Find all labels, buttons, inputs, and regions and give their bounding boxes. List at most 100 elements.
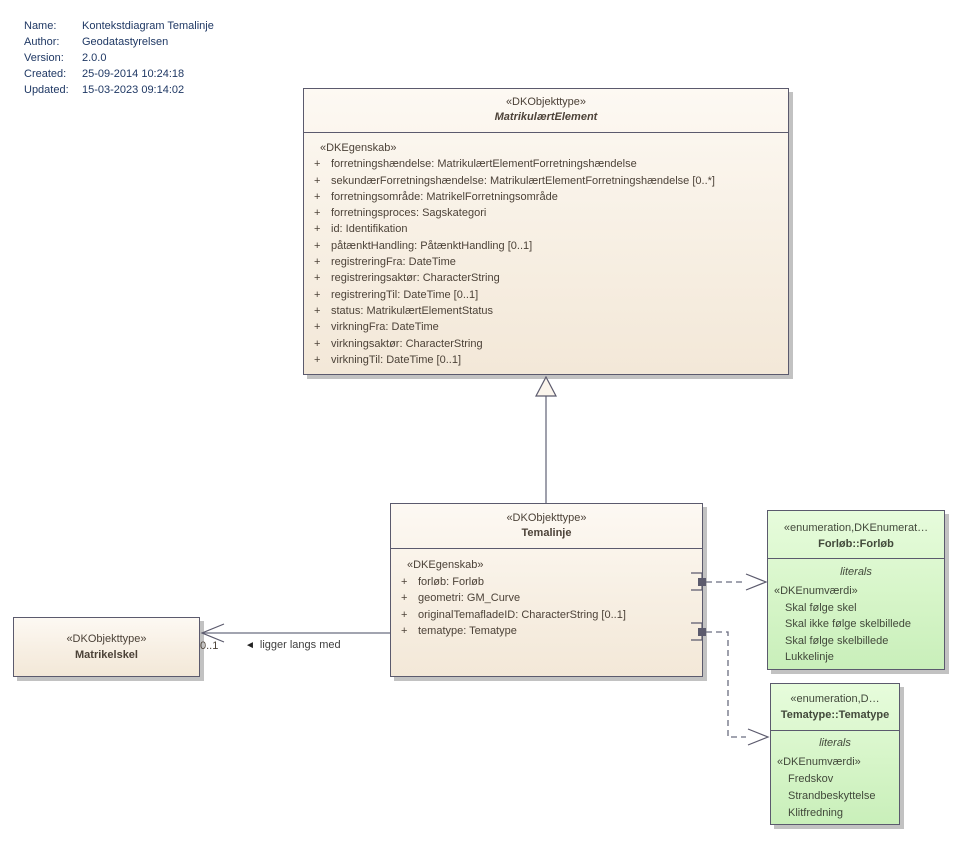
class-stereotype: «DKObjekttype» bbox=[505, 96, 587, 108]
attribute-text: virkningFra: DateTime bbox=[331, 321, 439, 334]
association-name: ◄ligger langs med bbox=[245, 639, 341, 651]
attribute-text: status: MatrikulærtElementStatus bbox=[331, 304, 494, 317]
enum-stereotype: «enumeration,D… bbox=[790, 693, 880, 705]
visibility: + bbox=[314, 304, 321, 317]
visibility: + bbox=[314, 321, 321, 334]
class-header: «DKObjekttype» Matrikelskel bbox=[14, 618, 199, 676]
enum-forloeb: «enumeration,DKEnumerat… Forløb::Forløb … bbox=[767, 510, 945, 670]
attribute: + registreringTil: DateTime [0..1] bbox=[312, 287, 780, 303]
association-label: ligger langs med bbox=[259, 639, 341, 651]
visibility: + bbox=[314, 239, 321, 252]
attribute-text: registreringsaktør: CharacterString bbox=[331, 272, 500, 285]
visibility: + bbox=[314, 223, 321, 236]
attribute-text: id: Identifikation bbox=[331, 223, 408, 236]
generalization-triangle-icon bbox=[535, 375, 557, 397]
enum-value-stereotype: «DKEnumværdi» bbox=[774, 585, 858, 598]
attribute: + status: MatrikulærtElementStatus bbox=[312, 303, 780, 319]
attribute-text: virkningTil: DateTime [0..1] bbox=[331, 353, 462, 366]
enum-value-stereotype: «DKEnumværdi» bbox=[777, 756, 861, 768]
attribute: + virkningFra: DateTime bbox=[312, 319, 780, 335]
attribute: + virkningsaktør: CharacterString bbox=[312, 336, 780, 352]
attribute: + registreringsaktør: CharacterString bbox=[312, 270, 780, 286]
class-header: «DKObjekttype» Temalinje bbox=[391, 504, 702, 549]
attribute: + id: Identifikation bbox=[312, 221, 780, 237]
class-matrikulaert-element: «DKObjekttype» MatrikulærtElement «DKEge… bbox=[303, 88, 789, 375]
meta-row-updated: Updated: 15-03-2023 09:14:02 bbox=[24, 82, 214, 98]
class-matrikelskel: «DKObjekttype» Matrikelskel bbox=[13, 617, 200, 677]
attribute: + påtænktHandling: PåtænktHandling [0..1] bbox=[312, 238, 780, 254]
class-name: MatrikulærtElement bbox=[494, 111, 598, 123]
attribute: + forretningsproces: Sagskategori bbox=[312, 205, 780, 221]
class-attributes: «DKEgenskab» + forretningshændelse: Matri… bbox=[304, 133, 788, 368]
meta-label: Updated: bbox=[24, 84, 69, 96]
attribute: + forretningsområde: MatrikelForretningso… bbox=[312, 189, 780, 205]
visibility: + bbox=[314, 288, 321, 301]
enum-literal: Skal ikke følge skelbillede bbox=[785, 618, 911, 631]
attribute-text: forretningsproces: Sagskategori bbox=[331, 207, 487, 220]
attribute-text: forretningshændelse: MatrikulærtElementF… bbox=[331, 158, 637, 171]
enum-literal: Skal følge skelbillede bbox=[785, 634, 889, 647]
meta-value: 15-03-2023 09:14:02 bbox=[82, 84, 185, 96]
enum-literal: Skal følge skel bbox=[785, 601, 857, 614]
attribute-text: sekundærForretningshændelse: Matrikulært… bbox=[331, 174, 715, 187]
meta-value: Kontekstdiagram Temalinje bbox=[82, 20, 214, 32]
dependency-line-tematype bbox=[706, 631, 746, 738]
enum-literal: Fredskov bbox=[788, 773, 834, 785]
attribute-text: forløb: Forløb bbox=[418, 575, 485, 588]
visibility: + bbox=[314, 353, 321, 366]
enum-header: «enumeration,DKEnumerat… Forløb::Forløb bbox=[768, 511, 944, 559]
visibility: + bbox=[314, 256, 321, 269]
attribute: + sekundærForretningshændelse: Matrikulær… bbox=[312, 173, 780, 189]
visibility: + bbox=[314, 190, 321, 203]
attribute-stereotype: «DKEgenskab» bbox=[407, 559, 484, 571]
visibility: + bbox=[314, 158, 321, 171]
attribute: + registreringFra: DateTime bbox=[312, 254, 780, 270]
literals-compartment-label: literals bbox=[840, 566, 872, 578]
attribute: + forretningshændelse: MatrikulærtElement… bbox=[312, 156, 780, 172]
class-header: «DKObjekttype» MatrikulærtElement bbox=[304, 89, 788, 133]
meta-label: Created: bbox=[24, 68, 67, 80]
association-multiplicity: 0..1 bbox=[200, 640, 219, 652]
meta-label: Author: bbox=[24, 36, 60, 48]
enum-tematype: «enumeration,D… Tematype::Tematype liter… bbox=[770, 683, 900, 825]
enum-header: «enumeration,D… Tematype::Tematype bbox=[771, 684, 899, 731]
attribute: +geometri: GM_Curve bbox=[399, 590, 694, 607]
class-attributes: «DKEgenskab» + forløb: Forløb +geometri: … bbox=[391, 549, 702, 640]
visibility: + bbox=[314, 207, 321, 220]
enum-literal: Strandbeskyttelse bbox=[788, 790, 876, 802]
attribute-text: originalTemafladeID: CharacterString [0.… bbox=[418, 608, 626, 621]
meta-row-author: Author: Geodatastyrelsen bbox=[24, 34, 214, 50]
visibility: + bbox=[401, 625, 408, 638]
attribute-text: virkningsaktør: CharacterString bbox=[331, 337, 483, 350]
enum-name: Tematype::Tematype bbox=[780, 709, 890, 721]
meta-label: Version: bbox=[24, 52, 64, 64]
enum-literals: literals «DKEnumværdi» Skal følge skel S… bbox=[768, 559, 944, 665]
meta-row-name: Name: Kontekstdiagram Temalinje bbox=[24, 18, 214, 34]
attribute: +originalTemafladeID: CharacterString [0… bbox=[399, 607, 694, 624]
attribute-text: forretningsområde: MatrikelForretningsom… bbox=[331, 190, 558, 203]
meta-label: Name: bbox=[24, 20, 57, 32]
meta-value: 2.0.0 bbox=[82, 52, 107, 64]
attribute: +tematype: Tematype bbox=[399, 623, 694, 640]
visibility: + bbox=[314, 174, 321, 187]
visibility: + bbox=[314, 337, 321, 350]
enum-literals: literals «DKEnumværdi» Fredskov Strandbe… bbox=[771, 731, 899, 822]
attribute-text: registreringFra: DateTime bbox=[331, 256, 456, 269]
meta-row-version: Version: 2.0.0 bbox=[24, 50, 214, 66]
class-name: Temalinje bbox=[521, 527, 572, 539]
attribute-text: påtænktHandling: PåtænktHandling [0..1] bbox=[331, 239, 533, 252]
enum-name: Forløb::Forløb bbox=[818, 538, 894, 550]
enum-literal: Klitfredning bbox=[788, 807, 844, 819]
class-temalinje: «DKObjekttype» Temalinje «DKEgenskab» + f… bbox=[390, 503, 703, 677]
visibility: + bbox=[314, 272, 321, 285]
attribute-text: registreringTil: DateTime [0..1] bbox=[331, 288, 479, 301]
enum-stereotype: «enumeration,DKEnumerat… bbox=[783, 522, 929, 534]
meta-value: Geodatastyrelsen bbox=[82, 36, 169, 48]
diagram-metadata: Name: Kontekstdiagram Temalinje Author: … bbox=[24, 18, 214, 98]
attribute-stereotype: «DKEgenskab» bbox=[320, 142, 397, 154]
dependency-arrowhead-forloeb-icon bbox=[745, 573, 768, 591]
literals-compartment-label: literals bbox=[819, 737, 851, 749]
attribute-text: geometri: GM_Curve bbox=[418, 592, 521, 605]
meta-row-created: Created: 25-09-2014 10:24:18 bbox=[24, 66, 214, 82]
